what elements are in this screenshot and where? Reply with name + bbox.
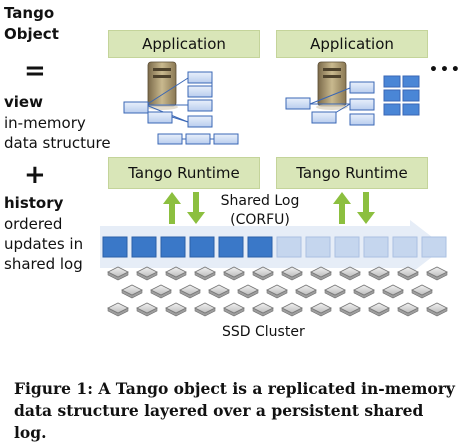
ssd-disk-icon xyxy=(165,302,187,317)
corfu-label: (CORFU) xyxy=(230,212,290,228)
log-entry-empty xyxy=(305,236,331,258)
log-entry-filled xyxy=(131,236,157,258)
ssd-disk-icon xyxy=(368,266,390,281)
sync-arrows-1 xyxy=(163,192,205,224)
ssd-disk-icon xyxy=(223,302,245,317)
equals-sign: = xyxy=(24,56,46,86)
history-desc-line1: ordered xyxy=(4,215,63,233)
ssd-disk-icon xyxy=(368,302,390,317)
shared-log-entries xyxy=(102,236,447,258)
server-icon-1 xyxy=(146,61,178,110)
ssd-disk-icon xyxy=(252,266,274,281)
log-entry-empty xyxy=(276,236,302,258)
ssd-disk-icon xyxy=(281,266,303,281)
ssd-disk-icon xyxy=(165,266,187,281)
ssd-disk-icon xyxy=(107,266,129,281)
ssd-disk-icon xyxy=(324,284,346,299)
log-entry-filled xyxy=(160,236,186,258)
history-desc-line3: shared log xyxy=(4,255,83,273)
log-entry-filled xyxy=(247,236,273,258)
log-entry-filled xyxy=(218,236,244,258)
ssd-disk-icon xyxy=(266,284,288,299)
application-box-1: Application xyxy=(108,30,260,58)
history-label: history xyxy=(4,194,64,212)
application-box-2: Application xyxy=(276,30,428,58)
ssd-disk-icon xyxy=(426,302,448,317)
log-entry-empty xyxy=(363,236,389,258)
ssd-disk-icon xyxy=(382,284,404,299)
ssd-disk-icon xyxy=(237,284,259,299)
view-desc-line2: data structure xyxy=(4,134,111,152)
view-desc-line1: in-memory xyxy=(4,114,86,132)
tango-runtime-box-1: Tango Runtime xyxy=(108,157,260,189)
ssd-disk-icon xyxy=(136,266,158,281)
tree-structure-2 xyxy=(285,81,375,126)
tango-diagram xyxy=(100,61,448,317)
log-entry-empty xyxy=(334,236,360,258)
tree-structure-1 xyxy=(123,71,213,128)
ssd-disk-icon xyxy=(397,266,419,281)
ssd-disk-icon xyxy=(194,266,216,281)
ssd-disk-icon xyxy=(310,302,332,317)
view-label: view xyxy=(4,93,43,111)
hash-table-2 xyxy=(383,75,420,116)
tango-runtime-box-2: Tango Runtime xyxy=(276,157,428,189)
ssd-disk-icon xyxy=(397,302,419,317)
log-entry-empty xyxy=(421,236,447,258)
sync-arrows-2 xyxy=(333,192,375,224)
ssd-disk-icon xyxy=(252,302,274,317)
ssd-disk-icon xyxy=(150,284,172,299)
ssd-cluster-label: SSD Cluster xyxy=(222,324,305,340)
ssd-disk-icon xyxy=(194,302,216,317)
ssd-disk-icon xyxy=(281,302,303,317)
log-entry-filled xyxy=(189,236,215,258)
left-title-line2: Object xyxy=(4,25,59,43)
server-icon-2 xyxy=(316,61,348,110)
linked-list-1 xyxy=(157,133,239,145)
ssd-disk-icon xyxy=(353,284,375,299)
ssd-cluster xyxy=(107,266,448,317)
ssd-disk-icon xyxy=(107,302,129,317)
more-nodes-ellipsis: ••• xyxy=(429,62,462,78)
log-entry-filled xyxy=(102,236,128,258)
ssd-disk-icon xyxy=(295,284,317,299)
history-desc-line2: updates in xyxy=(4,235,84,253)
ssd-disk-icon xyxy=(223,266,245,281)
ssd-disk-icon xyxy=(310,266,332,281)
ssd-disk-icon xyxy=(136,302,158,317)
ssd-disk-icon xyxy=(179,284,201,299)
ssd-disk-icon xyxy=(121,284,143,299)
left-title-line1: Tango xyxy=(4,4,55,22)
ssd-disk-icon xyxy=(208,284,230,299)
log-entry-empty xyxy=(392,236,418,258)
ssd-disk-icon xyxy=(339,302,361,317)
ssd-disk-icon xyxy=(411,284,433,299)
ssd-disk-icon xyxy=(339,266,361,281)
figure-caption-line1: Figure 1: A Tango object is a replicated… xyxy=(14,379,455,398)
figure-caption-line2: data structure layered over a persistent… xyxy=(14,401,424,442)
ssd-disk-icon xyxy=(426,266,448,281)
plus-sign: + xyxy=(24,160,46,190)
shared-log-label: Shared Log xyxy=(220,193,300,209)
